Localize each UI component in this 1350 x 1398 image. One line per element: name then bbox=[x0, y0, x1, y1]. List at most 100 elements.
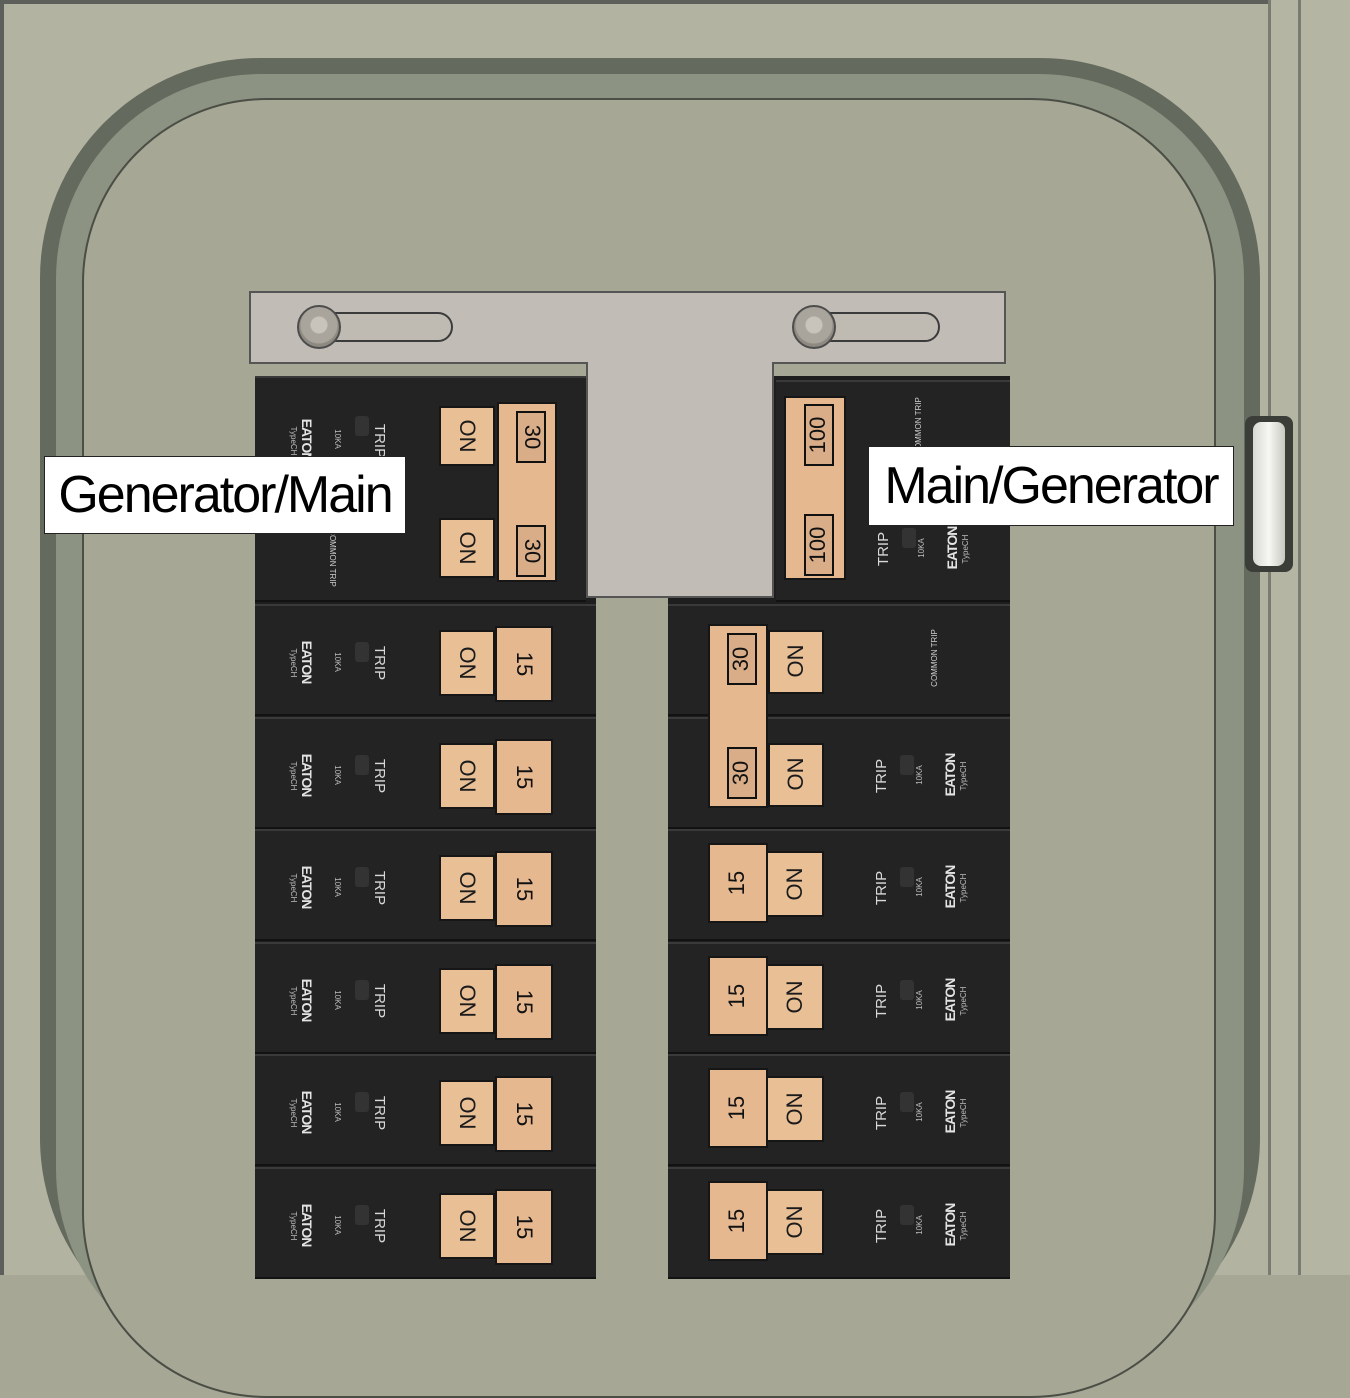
trip-label: TRIP bbox=[371, 983, 388, 1019]
trip-indicator bbox=[902, 528, 916, 548]
breaker-amp-handle[interactable] bbox=[495, 626, 553, 702]
breaker-amp-handle[interactable] bbox=[495, 964, 553, 1040]
trip-label: TRIP bbox=[371, 1095, 388, 1131]
trip-indicator bbox=[355, 980, 369, 1000]
type-label: TypeCH bbox=[959, 1211, 968, 1241]
on-label: ON bbox=[782, 980, 807, 1014]
trip-label: TRIP bbox=[371, 645, 388, 681]
on-handle-top[interactable] bbox=[768, 630, 824, 694]
breaker-on-handle[interactable] bbox=[766, 1076, 824, 1142]
eaton-logo: EATON bbox=[299, 753, 315, 797]
rating-label: 10KA bbox=[333, 652, 342, 672]
breaker-on-handle[interactable] bbox=[439, 968, 495, 1034]
breaker-on-handle[interactable] bbox=[439, 1193, 495, 1259]
trip-label: TRIP bbox=[873, 758, 890, 794]
on-label: ON bbox=[783, 644, 808, 678]
amp-rating: 15 bbox=[512, 989, 537, 1015]
breaker-amp-handle[interactable] bbox=[495, 1076, 553, 1152]
type-label: TypeCH bbox=[289, 873, 298, 903]
on-label: ON bbox=[455, 871, 480, 905]
amp-rating: 15 bbox=[724, 1208, 749, 1234]
trip-indicator bbox=[900, 980, 914, 1000]
trip-label: TRIP bbox=[873, 1095, 890, 1131]
type-label: TypeCH bbox=[289, 426, 298, 456]
amp-rating: 15 bbox=[512, 1101, 537, 1127]
amp-rating: 30 bbox=[516, 525, 546, 577]
on-label: ON bbox=[455, 1209, 480, 1243]
eaton-logo: EATON bbox=[299, 1203, 315, 1247]
trip-label: TRIP bbox=[873, 1208, 890, 1244]
type-label: TypeCH bbox=[959, 986, 968, 1016]
amp-rating: 15 bbox=[724, 1095, 749, 1121]
door-hinge-strip bbox=[1268, 0, 1350, 1275]
on-label: ON bbox=[455, 984, 480, 1018]
eaton-logo: EATON bbox=[942, 1203, 958, 1247]
on-handle-bottom[interactable] bbox=[768, 743, 824, 807]
type-label: TypeCH bbox=[289, 1211, 298, 1241]
trip-indicator bbox=[355, 642, 369, 662]
label-main-generator: Main/Generator bbox=[868, 446, 1234, 526]
breaker-amp-handle[interactable] bbox=[495, 1189, 553, 1265]
trip-indicator bbox=[355, 755, 369, 775]
rating-label: 10KA bbox=[333, 1215, 342, 1235]
eaton-logo: EATON bbox=[299, 865, 315, 909]
rating-label: 10KA bbox=[915, 1102, 924, 1122]
trip-indicator bbox=[355, 867, 369, 887]
amp-rating: 100 bbox=[804, 514, 834, 576]
trip-indicator bbox=[900, 1092, 914, 1112]
eaton-logo: EATON bbox=[299, 640, 315, 684]
eaton-logo: EATON bbox=[942, 753, 958, 797]
amp-rating: 30 bbox=[727, 633, 757, 685]
amp-rating: 15 bbox=[512, 764, 537, 790]
trip-indicator bbox=[355, 416, 369, 436]
main-on-handle-top[interactable] bbox=[439, 406, 495, 466]
door-latch-handle[interactable] bbox=[1253, 422, 1285, 566]
breaker-on-handle[interactable] bbox=[766, 964, 824, 1030]
rating-label: 10KA bbox=[915, 877, 924, 897]
eaton-logo: EATON bbox=[942, 978, 958, 1022]
eaton-logo: EATON bbox=[942, 1090, 958, 1134]
type-label: TypeCH bbox=[289, 1098, 298, 1128]
trip-indicator bbox=[900, 755, 914, 775]
trip-indicator bbox=[355, 1092, 369, 1112]
breaker-on-handle[interactable] bbox=[439, 743, 495, 809]
rating-label: 10KA bbox=[333, 990, 342, 1010]
main-breaker-handle[interactable] bbox=[784, 396, 846, 580]
interlock-bolt-right[interactable] bbox=[792, 305, 836, 349]
common-trip-label: COMMON TRIP bbox=[930, 629, 939, 687]
trip-label: TRIP bbox=[371, 1208, 388, 1244]
amp-rating: 15 bbox=[512, 651, 537, 677]
on-label: ON bbox=[782, 867, 807, 901]
eaton-logo: EATON bbox=[944, 526, 960, 570]
on-label: ON bbox=[455, 646, 480, 680]
trip-indicator bbox=[900, 867, 914, 887]
on-label: ON bbox=[455, 531, 480, 565]
breaker-amp-handle[interactable] bbox=[495, 851, 553, 927]
interlock-plate-tab bbox=[586, 362, 774, 598]
amp-rating: 30 bbox=[727, 747, 757, 799]
breaker-on-handle[interactable] bbox=[766, 1189, 824, 1255]
eaton-logo: EATON bbox=[942, 865, 958, 909]
type-label: TypeCH bbox=[289, 986, 298, 1016]
type-label: TypeCH bbox=[289, 761, 298, 791]
interlock-bolt-left[interactable] bbox=[297, 305, 341, 349]
rating-label: 10KA bbox=[917, 538, 926, 558]
trip-indicator bbox=[355, 1205, 369, 1225]
amp-rating: 100 bbox=[804, 404, 834, 466]
type-label: TypeCH bbox=[289, 648, 298, 678]
rating-label: 10KA bbox=[915, 765, 924, 785]
breaker-on-handle[interactable] bbox=[439, 855, 495, 921]
breaker-on-handle[interactable] bbox=[439, 1080, 495, 1146]
door-edge bbox=[1298, 0, 1350, 1275]
breaker-amp-handle[interactable] bbox=[495, 739, 553, 815]
amp-rating: 15 bbox=[512, 876, 537, 902]
type-label: TypeCH bbox=[959, 1098, 968, 1128]
rating-label: 10KA bbox=[915, 1215, 924, 1235]
on-label: ON bbox=[455, 419, 480, 453]
eaton-logo: EATON bbox=[299, 1090, 315, 1134]
breaker-on-handle[interactable] bbox=[766, 851, 824, 917]
breaker-on-handle[interactable] bbox=[439, 630, 495, 696]
main-on-handle-bottom[interactable] bbox=[439, 518, 495, 578]
common-trip-label: COMMON TRIP bbox=[328, 529, 337, 587]
on-label: ON bbox=[455, 1096, 480, 1130]
